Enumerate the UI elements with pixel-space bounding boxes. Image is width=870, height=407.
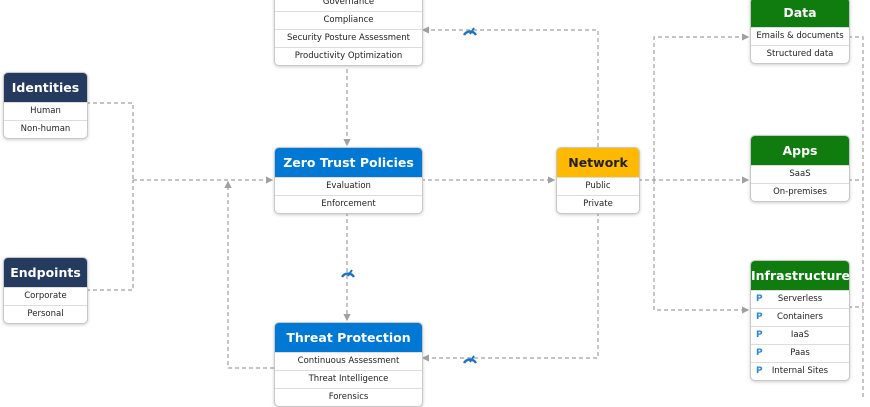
endpoints-title: Endpoints [4, 258, 87, 287]
row-evaluation: Evaluation [275, 177, 422, 195]
data-node[interactable]: Data Emails & documents Structured data [750, 0, 850, 64]
connector-right-bus [848, 36, 864, 400]
data-title: Data [751, 0, 849, 27]
identities-node[interactable]: Identities Human Non-human [3, 72, 88, 139]
infrastructure-title: Infrastructure [751, 261, 849, 290]
connector-threat-to-zero-trust [224, 180, 274, 369]
row-human: Human [4, 102, 87, 120]
row-threat-intelligence: Threat Intelligence [275, 370, 422, 388]
row-personal: Personal [4, 305, 87, 323]
row-forensics: Forensics [275, 388, 422, 406]
row-saas: SaaS [751, 165, 849, 183]
row-iaas: 𝗣 IaaS [751, 326, 849, 344]
row-on-premises: On-premises [751, 183, 849, 201]
row-compliance: Compliance [275, 11, 422, 29]
row-internal-sites: 𝗣 Internal Sites [751, 362, 849, 380]
label: Serverless [777, 294, 823, 304]
infrastructure-node[interactable]: Infrastructure 𝗣 Serverless 𝗣 Containers 𝗣… [750, 260, 850, 381]
row-containers: 𝗣 Containers [751, 308, 849, 326]
network-title: Network [557, 148, 639, 177]
apps-title: Apps [751, 136, 849, 165]
row-structured: Structured data [751, 45, 849, 63]
network-node[interactable]: Network Public Private [556, 147, 640, 214]
label: Internal Sites [771, 366, 829, 376]
row-paas: 𝗣 Paas [751, 344, 849, 362]
connector-to-infrastructure [653, 180, 750, 314]
row-public: Public [557, 177, 639, 195]
server-icon: 𝗣 [756, 330, 763, 340]
gauge-icon [340, 269, 356, 278]
row-security-posture: Security Posture Assessment [275, 29, 422, 47]
threat-protection-node[interactable]: Threat Protection Continuous Assessment … [274, 322, 423, 407]
zero-trust-node[interactable]: Zero Trust Policies Evaluation Enforceme… [274, 147, 423, 214]
row-productivity: Productivity Optimization [275, 47, 422, 65]
label: IaaS [790, 330, 810, 340]
row-governance: Governance [322, 0, 375, 7]
server-icon: 𝗣 [756, 294, 763, 304]
zero-trust-title: Zero Trust Policies [275, 148, 422, 177]
identities-title: Identities [4, 73, 87, 102]
connector-network-to-top [421, 26, 599, 147]
server-icon: 𝗣 [756, 312, 763, 322]
row-serverless: 𝗣 Serverless [751, 290, 849, 308]
connector-network-to-threat [421, 212, 599, 362]
connector-to-data [653, 33, 750, 180]
row-corporate: Corporate [4, 287, 87, 305]
label: Paas [790, 348, 810, 358]
connector-identities [86, 102, 134, 180]
label: Containers [777, 312, 823, 322]
row-enforcement: Enforcement [275, 195, 422, 213]
top-box[interactable]: Governance Compliance Security Posture A… [274, 0, 423, 66]
server-icon: 𝗣 [756, 348, 763, 358]
gauge-icon [462, 27, 478, 36]
row-emails: Emails & documents [751, 27, 849, 45]
row-continuous-assessment: Continuous Assessment [275, 352, 422, 370]
endpoints-node[interactable]: Endpoints Corporate Personal [3, 257, 88, 324]
server-icon: 𝗣 [756, 366, 763, 376]
gauge-icon [462, 355, 478, 364]
connector-endpoints [86, 180, 134, 291]
apps-node[interactable]: Apps SaaS On-premises [750, 135, 850, 202]
row-non-human: Non-human [4, 120, 87, 138]
threat-title: Threat Protection [275, 323, 422, 352]
row-private: Private [557, 195, 639, 213]
